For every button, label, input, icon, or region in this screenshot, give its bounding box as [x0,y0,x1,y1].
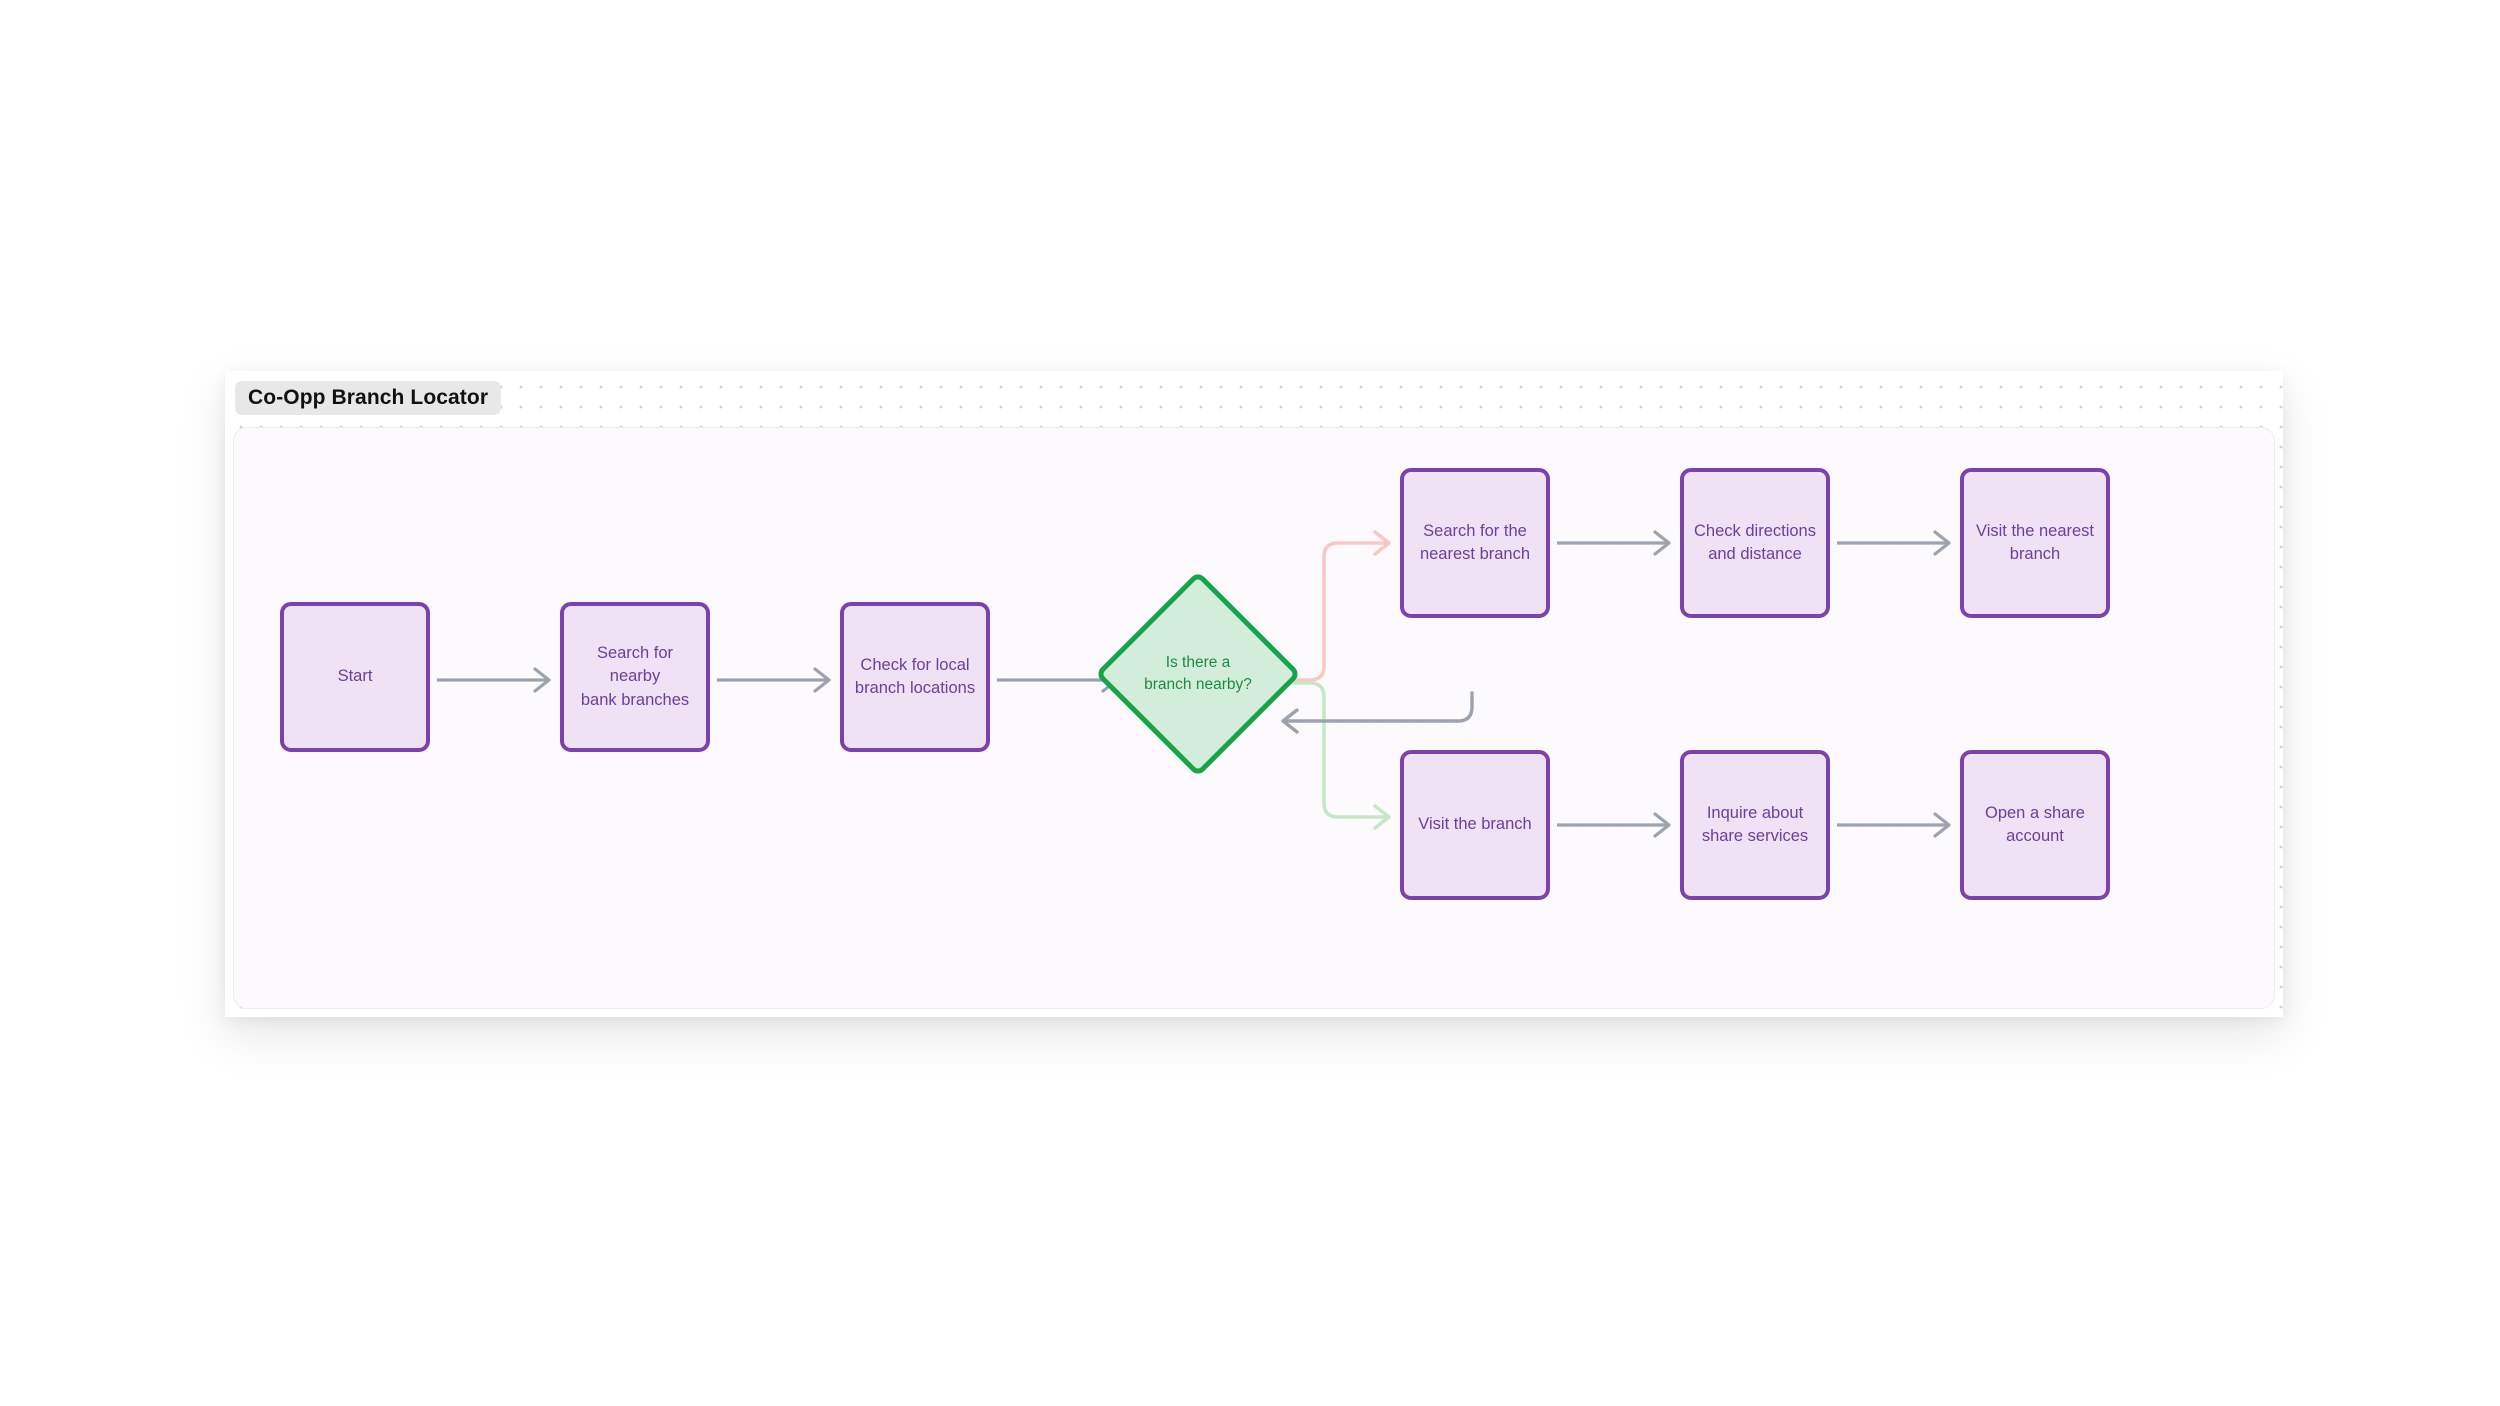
edge-visit-to-inquire [1557,812,1671,838]
node-search-nearest-line1: Search for the [1423,521,1527,540]
node-check-directions[interactable]: Check directions and distance [1680,468,1830,618]
flowchart-canvas[interactable]: Co-Opp Branch Locator [225,371,2283,1017]
node-search-nearby[interactable]: Search for nearby bank branches [560,602,710,752]
node-visit-branch-label: Visit the branch [1418,815,1532,834]
node-decision-line2: branch [1144,676,1192,693]
node-check-local-line2: branch locations [854,679,976,697]
node-decision-branch-nearby[interactable]: Is there a branch nearby? [1094,570,1302,778]
node-start[interactable]: Start [280,602,430,752]
node-visit-nearest-branch[interactable]: Visit the nearest branch [1960,468,2110,618]
node-inquire-line2: share services [1701,827,1809,845]
node-decision-line1: Is there a [1165,653,1231,671]
board-title: Co-Opp Branch Locator [235,381,502,415]
node-search-nearest-line2: nearest branch [1419,545,1531,563]
node-visit-nearest-line1: Visit the nearest [1975,521,2094,540]
node-check-local[interactable]: Check for local branch locations [840,602,990,752]
node-check-local-line1: Check for local [860,655,970,674]
node-check-directions-line1: Check directions [1694,521,1816,540]
node-open-share-account[interactable]: Open a share account [1960,750,2110,900]
edge-layer [437,530,1951,838]
node-decision-line3: nearby? [1195,676,1252,693]
edge-search-to-check [717,667,831,693]
node-check-directions-line2: and distance [1708,545,1802,563]
edge-nearest-to-directions [1557,530,1671,556]
diagram-layer: Start Search for nearby bank branches Ch… [225,371,2283,1017]
edge-nearest-to-decision-loopback [1281,691,1474,734]
node-openshare-line1: Open a share [1985,803,2085,822]
node-inquire-line1: Inquire about [1706,803,1804,822]
node-start-label: Start [337,667,373,686]
node-openshare-line2: account [2006,827,2064,845]
node-visit-branch[interactable]: Visit the branch [1400,750,1550,900]
node-search-nearest[interactable]: Search for the nearest branch [1400,468,1550,618]
node-search-nearby-line1: Search for nearby [596,643,674,686]
node-inquire-share-services[interactable]: Inquire about share services [1680,750,1830,900]
edge-decision-to-visit [1263,681,1391,830]
edge-start-to-search [437,667,551,693]
edge-directions-to-visitnearest [1837,530,1951,556]
edge-decision-to-nearest [1263,530,1391,682]
node-visit-nearest-line2: branch [2009,545,2061,563]
node-search-nearby-line2: bank branches [580,690,690,709]
edge-inquire-to-openshare [1837,812,1951,838]
